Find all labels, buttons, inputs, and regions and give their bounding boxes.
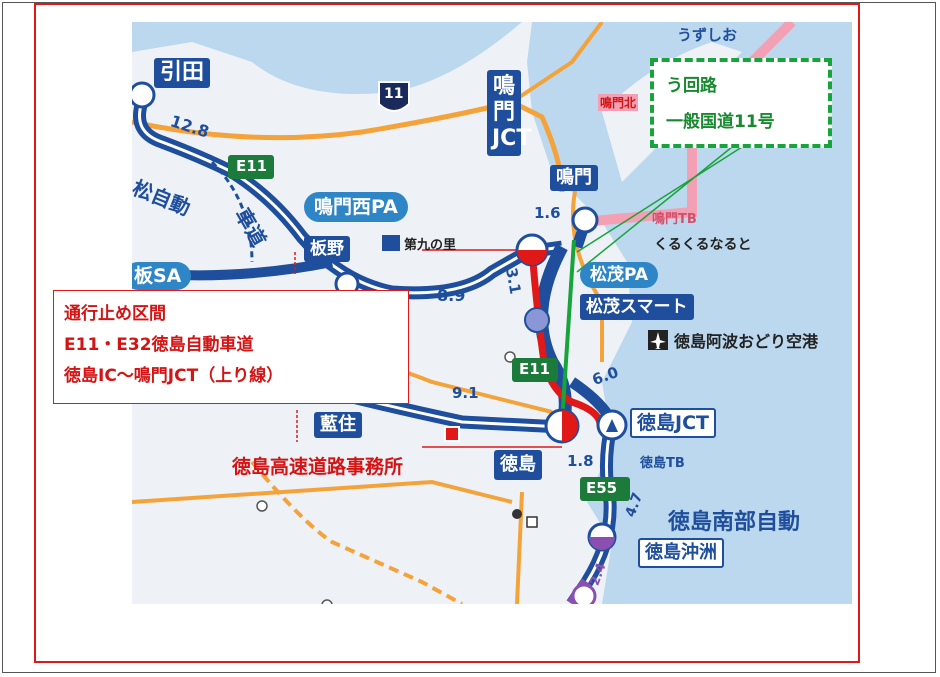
dist-1-6: 1.6: [534, 204, 561, 222]
detour-connector-2: [576, 146, 733, 273]
e55-sign-bg: [580, 477, 630, 501]
detour-box: う回路 一般国道11号: [650, 58, 832, 148]
e11-centerline: [138, 101, 563, 295]
e55-sign: E55: [586, 479, 618, 497]
poi-circle-2-icon: [321, 599, 333, 604]
hikita-label: 引田: [154, 58, 211, 88]
north-sea: [132, 22, 522, 94]
poi-dot-icon: [512, 509, 522, 519]
poi-circle-icon: [256, 500, 268, 512]
matsushige-smart-label: 松茂スマート: [580, 294, 694, 320]
naruto-kita-label: 鳴門北: [598, 94, 639, 111]
hikita-ic-icon: [132, 81, 156, 109]
route-11-road: [132, 99, 565, 193]
route-11-north: [510, 22, 604, 104]
route-11-shield-icon: [378, 81, 410, 112]
e55-centerline: [570, 421, 614, 604]
detour-road: 一般国道11号: [666, 112, 775, 132]
e11-sign-b-bg: [512, 358, 558, 382]
pa-icon: [382, 235, 400, 251]
dist-9-1: 9.1: [452, 384, 479, 402]
tokushima-tb-label: 徳島TB: [640, 456, 685, 471]
daiku-label: 第九の里: [404, 238, 457, 253]
aizumi-label: 藍住: [314, 412, 362, 438]
office-label: 徳島高速道路事務所: [232, 456, 404, 478]
dashed-link: [210, 160, 254, 263]
closure-road: E11・E32徳島自動車道: [64, 335, 254, 355]
okinosu-half: [589, 537, 615, 550]
office-square-icon: [444, 426, 460, 442]
tokushima-nanbu-label: 徳島南部自動: [668, 510, 801, 535]
south-ic-icon: [571, 583, 597, 604]
tokushima-jct-label: 徳島JCT: [630, 408, 716, 438]
detour-title: う回路: [666, 76, 717, 96]
naruto-link-road: [581, 142, 697, 227]
route-11-number: 11: [384, 86, 404, 102]
matsushige-pa-label: 松茂PA: [580, 262, 659, 288]
naruto-jct-half: [517, 250, 547, 265]
itano-label: 板野: [304, 236, 350, 262]
detour-line: [560, 239, 576, 423]
closure-section: 徳島IC～鳴門JCT（上り線）: [64, 366, 284, 386]
e11-sign: E11: [236, 157, 268, 175]
e11-sign-bg: [228, 155, 274, 179]
naruto-tokushima-section: [535, 243, 572, 429]
e11-sign-b: E11: [519, 360, 551, 378]
local-road-2: [132, 479, 513, 504]
kurukuru-label: くるくるなると: [654, 237, 752, 253]
naruto-tb-label: 鳴門TB: [652, 212, 697, 227]
uzushio-label: うずしお: [677, 26, 738, 44]
tokushima-label: 徳島: [494, 450, 542, 480]
detour-connector-1: [576, 146, 743, 253]
naruto-nishi-pa-label: 鳴門西PA: [304, 192, 408, 222]
local-road-3: [515, 491, 524, 604]
closure-callout: 通行止め区間 E11・E32徳島自動車道 徳島IC～鳴門JCT（上り線）: [53, 290, 409, 404]
naruto-label: 鳴門: [550, 165, 598, 191]
jct-triangle-icon: [606, 419, 618, 432]
dist-8-9: 8.9: [437, 286, 466, 305]
airport-label: 徳島阿波おどり空港: [674, 332, 819, 351]
red-frame: [34, 3, 860, 663]
tokushima-ic-half: [562, 410, 578, 442]
dist-1-8: 1.8: [567, 452, 594, 470]
naruto-ic-icon: [571, 206, 599, 234]
road-map: 引田 12.8 11 E11 松自動 車道 鳴門JCT 鳴門 鳴門西PA 1.6…: [132, 22, 852, 604]
itano-sa-label: 板SA: [132, 262, 192, 290]
closure-title: 通行止め区間: [64, 304, 166, 324]
planned-road: [250, 460, 463, 604]
naruto-jct-label: 鳴門JCT: [487, 70, 531, 156]
tokushima-okinosu-label: 徳島沖洲: [638, 538, 724, 568]
airplane-icon: [650, 332, 666, 349]
poi-square-icon: [526, 516, 538, 528]
matsushige-smart-icon: [524, 307, 550, 333]
